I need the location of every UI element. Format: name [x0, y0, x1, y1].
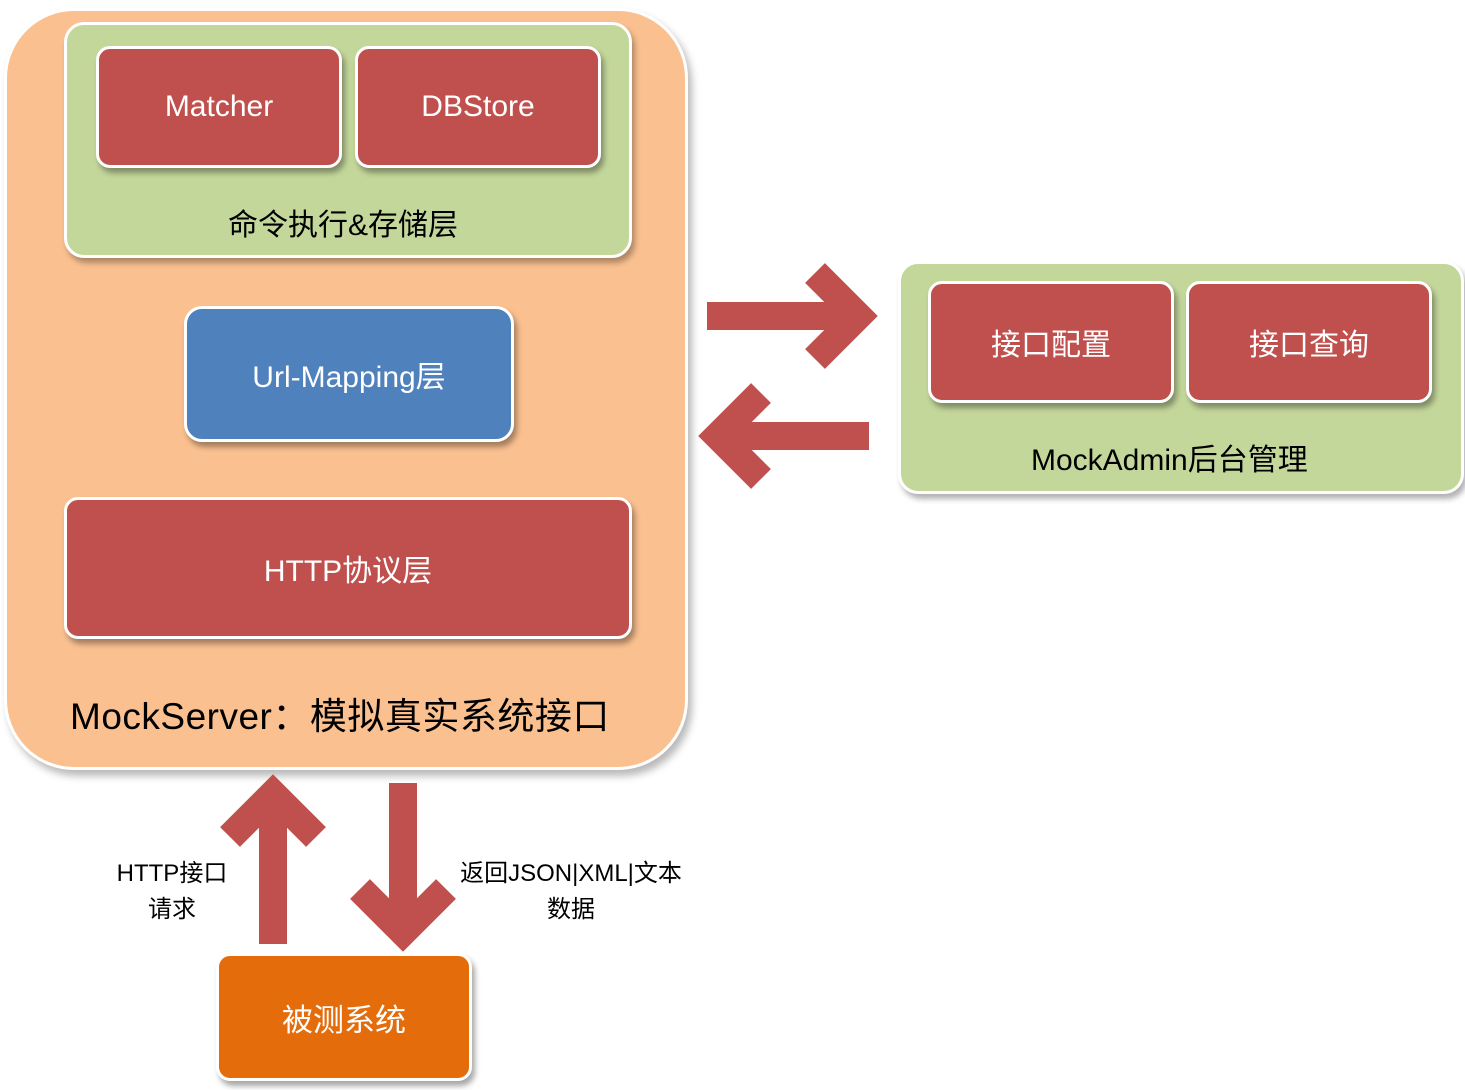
response-data-label-line1: 返回JSON|XML|文本 — [460, 860, 682, 887]
dbstore-box: DBStore — [355, 46, 601, 168]
interface-config-box: 接口配置 — [928, 281, 1174, 403]
interface-query-box: 接口查询 — [1186, 281, 1432, 403]
http-protocol-layer-box: HTTP协议层 — [64, 497, 632, 639]
http-request-label-line1: HTTP接口 — [116, 860, 228, 887]
arrow-left-to-server — [698, 383, 869, 489]
http-request-label: HTTP接口 请求 — [100, 856, 244, 928]
response-data-label-line2: 数据 — [547, 896, 595, 923]
mock-admin-label: MockAdmin后台管理 — [1031, 444, 1308, 477]
arrow-right-to-admin — [707, 263, 878, 369]
arrow-down-response — [350, 783, 456, 952]
exec-storage-layer-label: 命令执行&存储层 — [228, 209, 459, 242]
http-request-label-line2: 请求 — [148, 896, 196, 923]
arrow-up-request — [220, 774, 326, 944]
mock-server-label: MockServer：模拟真实系统接口 — [70, 696, 610, 737]
response-data-label: 返回JSON|XML|文本 数据 — [448, 856, 694, 928]
tested-system-box: 被测系统 — [216, 953, 472, 1081]
matcher-box: Matcher — [96, 46, 342, 168]
url-mapping-box: Url-Mapping层 — [184, 306, 514, 442]
